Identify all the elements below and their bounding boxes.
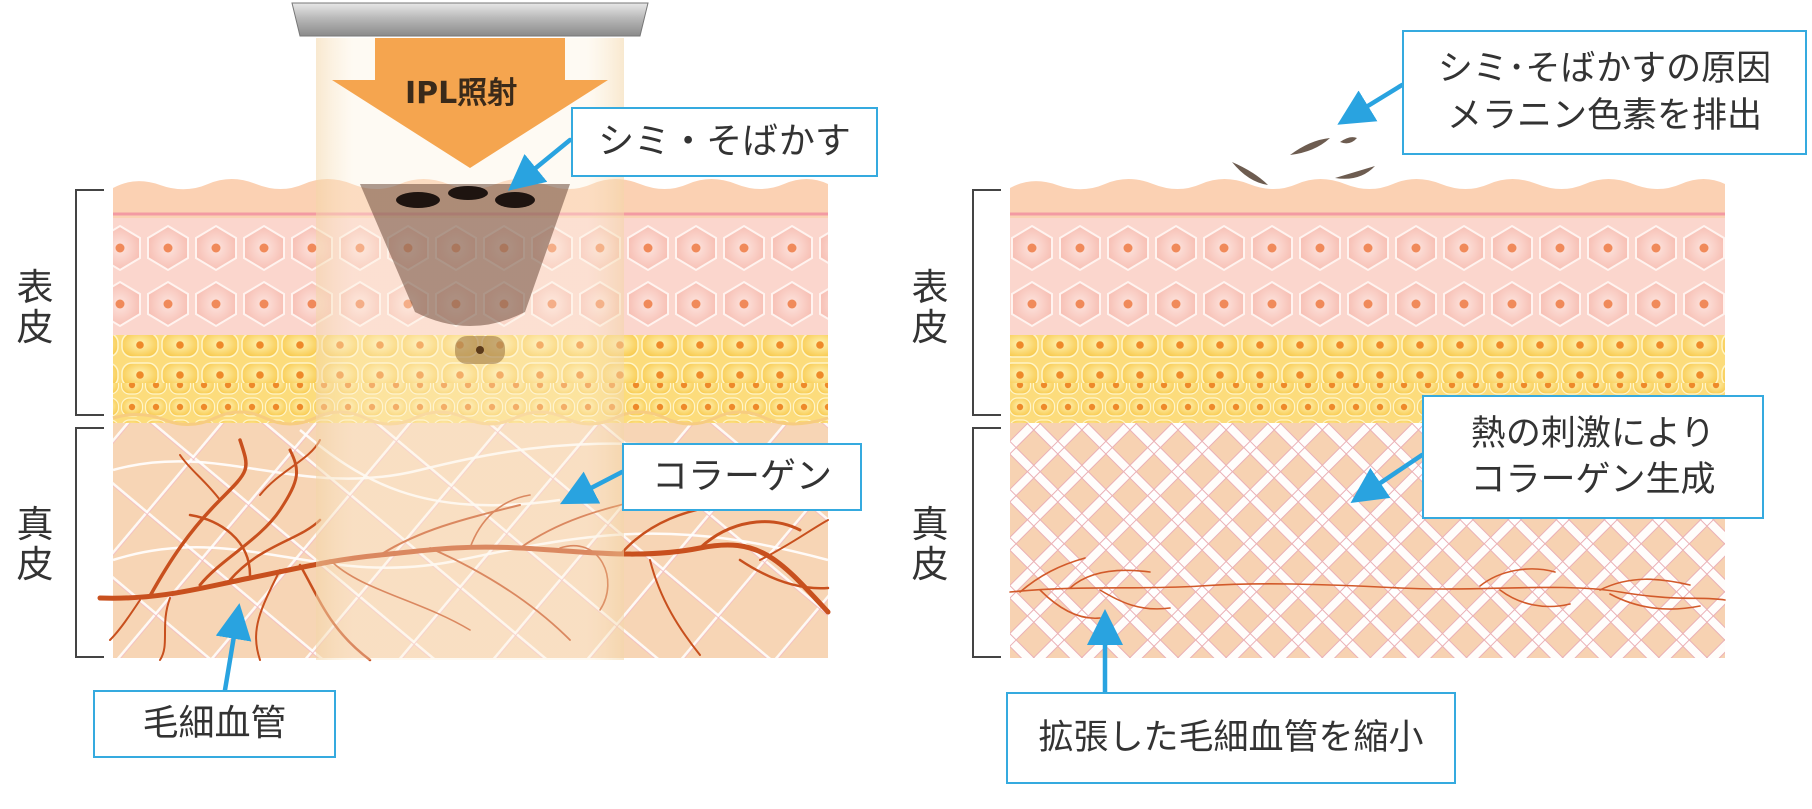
right-basal-layer [1010, 333, 1725, 383]
callout-spots: シミ・そばかす [571, 107, 878, 177]
expelled-melanin [1232, 137, 1375, 185]
right-dermis-label: 真皮 [907, 505, 953, 585]
ipl-label: IPL照射 [405, 68, 517, 112]
callout-melanin: シミ･そばかすの原因 メラニン色素を排出 [1402, 30, 1807, 155]
right-epidermis-label: 表皮 [907, 268, 953, 348]
ipl-device-cap [292, 3, 648, 36]
callout-melanin-line2: メラニン色素を排出 [1447, 93, 1762, 139]
callout-collagen-right-line1: 熱の刺激により [1471, 411, 1715, 457]
callout-capillaries-left-text: 毛細血管 [142, 700, 286, 748]
left-layer-brackets [76, 190, 104, 657]
right-spinous-layer [1010, 218, 1725, 335]
callout-collagen-right-line2: コラーゲン生成 [1470, 457, 1715, 503]
right-surface [1010, 179, 1725, 218]
callout-capillaries-right: 拡張した毛細血管を縮小 [1006, 692, 1456, 784]
callout-capillaries-right-text: 拡張した毛細血管を縮小 [1038, 715, 1423, 761]
left-dermis-label: 真皮 [12, 505, 58, 585]
callout-melanin-line1: シミ･そばかすの原因 [1438, 46, 1771, 92]
callout-spots-text: シミ・そばかす [598, 118, 851, 166]
callout-collagen-left-text: コラーゲン [652, 453, 832, 501]
left-epidermis-label: 表皮 [12, 268, 58, 348]
right-layer-brackets [973, 190, 1001, 657]
callout-collagen-right: 熱の刺激により コラーゲン生成 [1422, 395, 1764, 519]
arrow-melanin [1345, 85, 1402, 120]
callout-collagen-left: コラーゲン [622, 443, 862, 511]
callout-capillaries-left: 毛細血管 [93, 690, 336, 758]
